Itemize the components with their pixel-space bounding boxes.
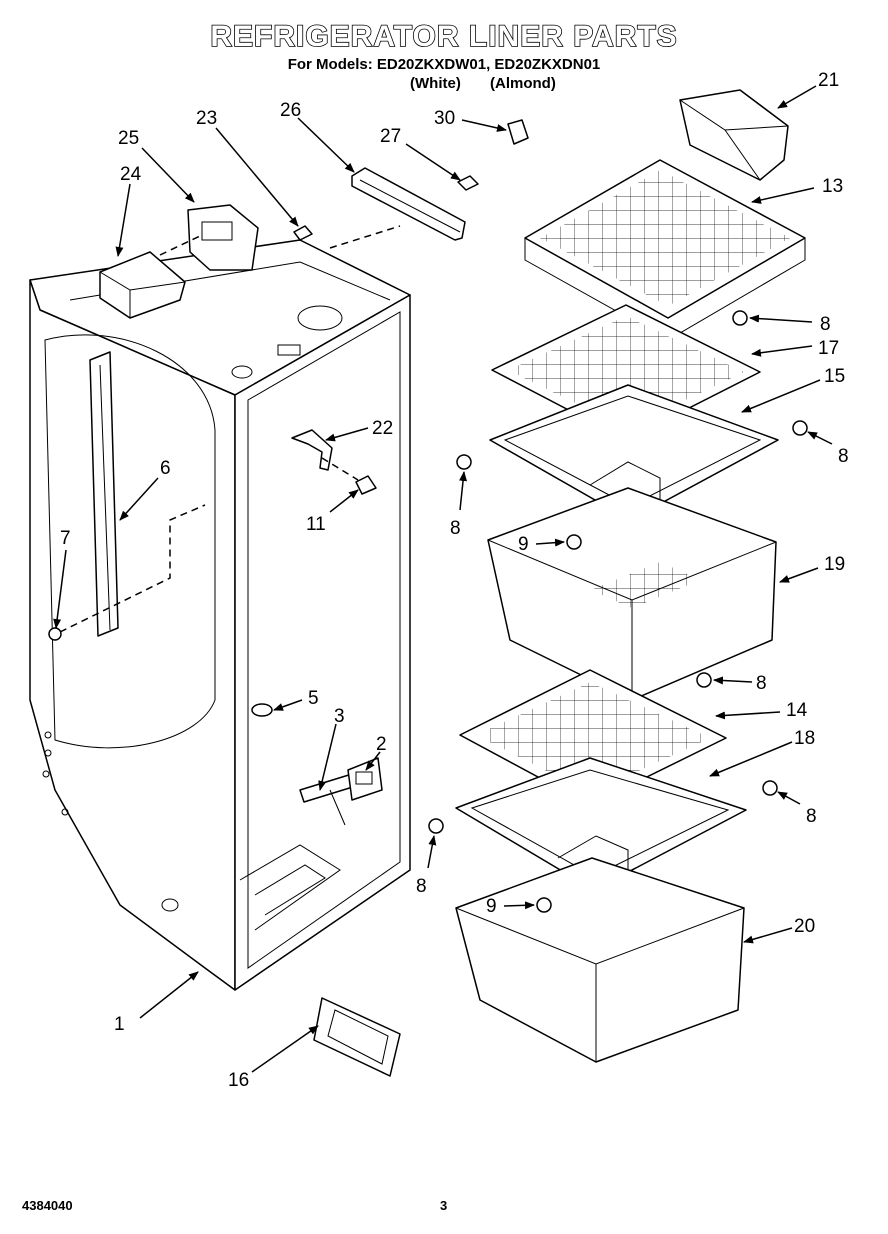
callout-30: 30	[434, 108, 455, 129]
liner-small-parts	[48, 429, 401, 1077]
callout-16: 16	[228, 1070, 249, 1091]
callout-25: 25	[118, 128, 139, 149]
callout-14: 14	[786, 700, 808, 721]
variant-almond: (Almond)	[490, 75, 556, 92]
callout-1: 1	[114, 1014, 125, 1035]
callout-24: 24	[120, 164, 142, 185]
page-number: 3	[440, 1198, 448, 1213]
callout-17: 17	[818, 338, 839, 359]
callout-2: 2	[376, 734, 387, 755]
callout-23: 23	[196, 108, 217, 129]
callout-8c: 8	[450, 518, 461, 539]
callout-13: 13	[822, 176, 843, 197]
callout-26: 26	[280, 100, 301, 121]
callout-22: 22	[372, 418, 393, 439]
page-title: REFRIGERATOR LINER PARTS	[210, 19, 678, 54]
callout-5: 5	[308, 688, 319, 709]
doc-number: 4384040	[22, 1198, 73, 1213]
liner-cabinet-parts-top	[99, 119, 529, 319]
callout-8f: 8	[416, 876, 427, 897]
callout-11: 11	[306, 514, 326, 535]
callout-19: 19	[824, 554, 845, 575]
callout-7: 7	[60, 528, 71, 549]
variant-white: (White)	[410, 75, 461, 92]
callout-9b: 9	[486, 896, 497, 917]
callout-numbers: 1 2 3 5 6 7 8 8 8 8 8 8 9 9 11 13 14 15 …	[60, 70, 849, 1091]
callout-6: 6	[160, 458, 171, 479]
callout-8b: 8	[838, 446, 849, 467]
callout-27: 27	[380, 126, 401, 147]
liner-cabinet	[29, 239, 411, 991]
callout-20: 20	[794, 916, 815, 937]
callout-9a: 9	[518, 534, 529, 555]
callout-18: 18	[794, 728, 815, 749]
callout-8e: 8	[806, 806, 817, 827]
models-line: For Models: ED20ZKXDW01, ED20ZKXDN01	[287, 56, 601, 73]
callout-8d: 8	[756, 673, 767, 694]
leader-lines	[53, 85, 833, 1073]
callout-15: 15	[824, 366, 845, 387]
callout-21: 21	[818, 70, 839, 91]
callout-3: 3	[334, 706, 345, 727]
callout-8a: 8	[820, 314, 831, 335]
